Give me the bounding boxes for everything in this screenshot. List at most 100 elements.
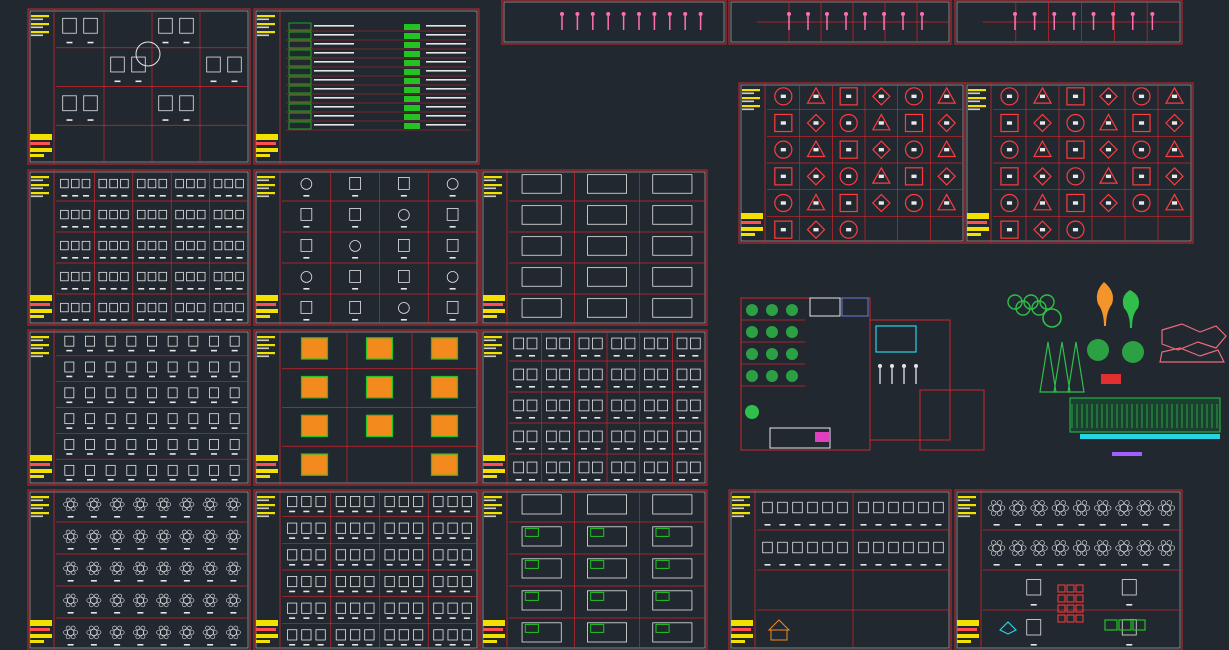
block-symbol [433,549,444,561]
block-symbol [999,505,1006,511]
traffic-sign-glyph [1006,174,1013,179]
block-label [169,375,176,378]
block-symbol [762,501,773,514]
sheet-frame [480,489,708,650]
block-label [548,355,555,357]
block-label [920,564,927,566]
titleblock-logo [483,634,505,638]
block-label [317,644,324,646]
sheet-frame [253,329,480,486]
block-label [366,617,373,619]
block-symbol [398,629,409,641]
traffic-sign-glyph [878,94,884,99]
block-symbol [126,413,137,425]
block-label [66,375,73,378]
block-label [231,349,238,352]
traffic-sign-glyph [911,94,917,99]
block-label [692,417,699,419]
block-symbol [624,368,636,381]
shrub-icon [1122,341,1144,363]
traffic-sign-icon [1000,87,1019,106]
block-label [190,375,197,378]
titleblock-logo [967,213,989,219]
block-symbol [196,178,206,189]
traffic-sign-glyph [1072,94,1079,99]
traffic-sign-icon [904,87,924,106]
block-symbol [109,209,118,220]
block-symbol [147,387,157,399]
titleblock-logo [256,469,278,473]
traffic-sign-glyph [813,147,819,152]
person-icon [575,12,580,16]
block-symbol [1013,503,1023,513]
block-symbol [301,549,312,561]
block-symbol [131,56,146,73]
block-symbol [126,439,137,450]
traffic-sign-icon [1132,193,1151,213]
block-symbol [66,564,75,573]
block-symbol [159,628,168,637]
block-symbol [918,541,929,554]
room-layout [587,526,628,547]
tree-plan-icon [1015,300,1031,316]
block-symbol [287,576,298,588]
titleblock-text [31,176,49,179]
block-symbol [70,209,80,220]
legend-swatch [288,31,312,40]
traffic-sign-glyph [813,121,819,125]
titleblock-logo [731,634,753,638]
block-label [400,537,407,539]
block-symbol [611,461,622,474]
block-symbol [98,178,108,189]
block-label [463,564,470,566]
titleblock-logo [30,455,52,461]
titleblock-logo [483,640,497,643]
sheet-r4c3 [480,489,708,650]
block-label [162,41,169,44]
traffic-sign-glyph [813,227,819,232]
traffic-sign-icon [1164,139,1185,158]
block-symbol [384,522,395,534]
cyan-block [998,621,1018,635]
legend-swatch [288,94,312,103]
green-block [1104,619,1118,631]
legend-text [314,106,354,108]
block-symbol [183,596,191,605]
titleblock-logo [957,634,979,638]
block-label [289,537,296,539]
traffic-sign-glyph [1039,147,1046,152]
block-symbol [644,399,655,412]
hatched-room [430,375,459,399]
block-label [99,319,106,321]
block-symbol [235,209,244,220]
block-label [138,257,145,259]
traffic-sign-glyph [878,174,884,179]
hatched-room [430,414,459,438]
block-symbol [792,541,803,554]
sheet-r1c2 [253,8,480,165]
block-label [289,564,296,566]
tree-icon [1096,282,1113,326]
block-label [1120,564,1127,566]
titleblock-logo [483,303,503,306]
block-symbol [1121,579,1137,596]
block-label [83,319,89,321]
person-icon [920,12,924,16]
traffic-sign-glyph [1072,201,1079,205]
block-symbol [186,209,195,220]
block-label [386,564,393,566]
block-symbol [126,335,137,347]
legend-swatch [404,51,420,57]
room-layout [521,236,562,256]
block-symbol [126,464,137,476]
block-label [317,537,324,539]
block-label [627,355,633,357]
block-label [449,195,456,197]
block-symbol [1042,505,1048,511]
traffic-sign-icon [1066,167,1085,186]
sheet-r1c1 [27,8,251,165]
block-label [594,448,601,450]
sheet-border [29,171,249,324]
block-symbol [158,178,168,189]
